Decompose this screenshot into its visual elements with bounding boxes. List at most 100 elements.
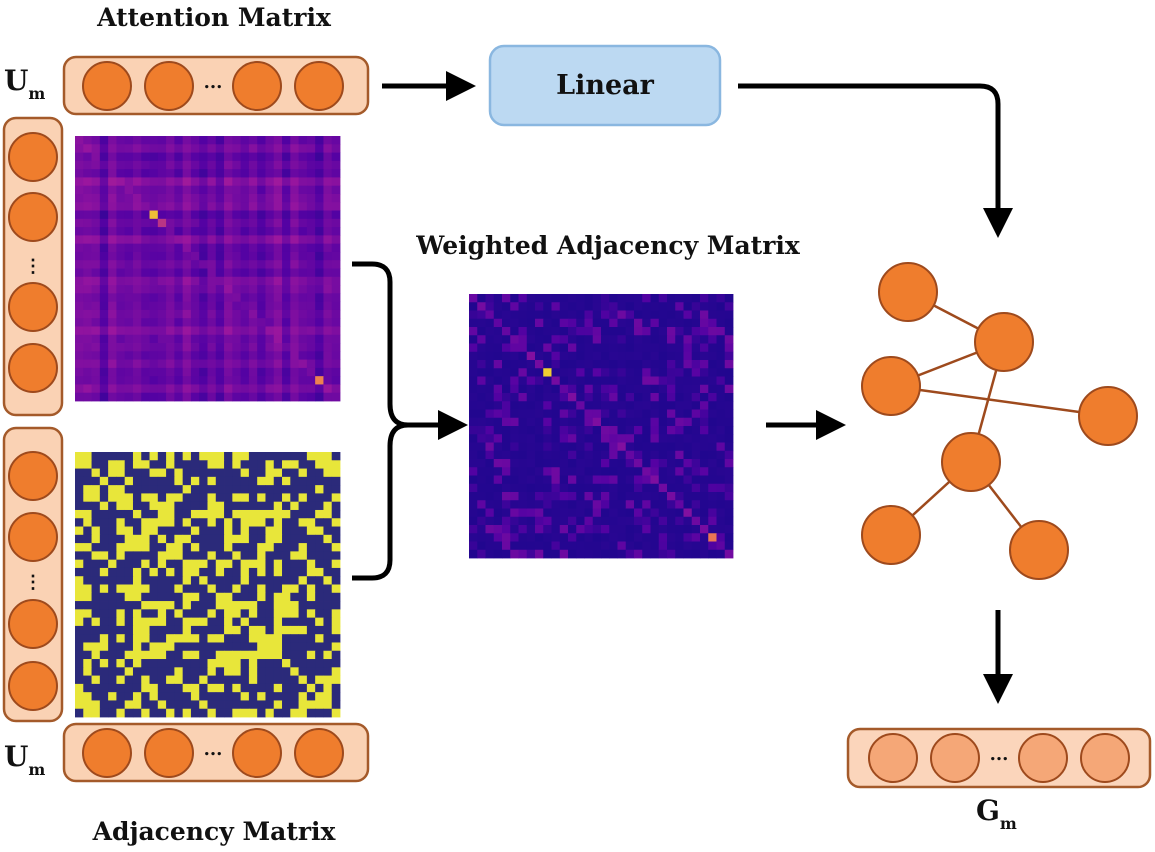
- matrix-cell: [232, 476, 242, 486]
- matrix-cell: [91, 609, 101, 619]
- matrix-cell: [224, 559, 233, 569]
- matrix-cell: [331, 509, 341, 519]
- matrix-cell: [157, 276, 167, 286]
- matrix-cell: [224, 551, 233, 561]
- matrix-cell: [149, 268, 159, 278]
- matrix-cell: [132, 392, 142, 402]
- matrix-cell: [282, 227, 291, 236]
- matrix-cell: [477, 516, 486, 526]
- matrix-cell: [617, 351, 627, 361]
- matrix-cell: [667, 459, 676, 468]
- matrix-cell: [543, 327, 552, 336]
- matrix-cell: [190, 367, 200, 377]
- matrix-cell: [290, 692, 299, 701]
- matrix-cell: [306, 617, 316, 627]
- matrix-cell: [132, 501, 142, 511]
- matrix-cell: [124, 683, 134, 693]
- matrix-cell: [584, 294, 594, 303]
- matrix-cell: [592, 541, 602, 551]
- node-circle: [8, 512, 58, 562]
- matrix-cell: [708, 360, 717, 369]
- matrix-cell: [83, 185, 92, 195]
- matrix-cell: [331, 452, 341, 461]
- matrix-cell: [83, 177, 92, 187]
- matrix-cell: [75, 584, 84, 594]
- matrix-cell: [323, 700, 333, 710]
- matrix-cell: [248, 609, 258, 619]
- matrix-cell: [658, 376, 668, 386]
- matrix-cell: [240, 576, 250, 585]
- matrix-cell: [510, 417, 519, 427]
- matrix-cell: [257, 543, 266, 552]
- matrix-cell: [323, 667, 333, 676]
- matrix-cell: [625, 343, 635, 353]
- matrix-cell: [543, 294, 552, 303]
- matrix-cell: [290, 144, 299, 153]
- matrix-cell: [526, 442, 536, 452]
- matrix-cell: [708, 508, 717, 518]
- matrix-cell: [257, 576, 266, 585]
- matrix-cell: [257, 675, 266, 685]
- matrix-cell: [290, 642, 299, 652]
- matrix-cell: [502, 492, 511, 501]
- matrix-cell: [124, 551, 134, 561]
- matrix-cell: [609, 417, 618, 427]
- matrix-cell: [75, 659, 84, 668]
- matrix-cell: [215, 468, 225, 478]
- matrix-cell: [298, 326, 308, 336]
- matrix-cell: [132, 592, 142, 602]
- matrix-cell: [634, 318, 643, 328]
- matrix-cell: [298, 160, 308, 170]
- matrix-cell: [174, 493, 184, 503]
- matrix-cell: [215, 584, 225, 594]
- matrix-cell: [248, 285, 258, 294]
- matrix-cell: [331, 268, 341, 278]
- matrix-cell: [658, 368, 668, 377]
- matrix-cell: [331, 642, 341, 652]
- matrix-cell: [132, 708, 142, 718]
- matrix-cell: [240, 334, 250, 344]
- matrix-cell: [323, 268, 333, 278]
- matrix-cell: [182, 667, 192, 676]
- matrix-cell: [99, 518, 109, 527]
- matrix-cell: [642, 343, 651, 353]
- matrix-cell: [124, 177, 134, 187]
- matrix-cell: [617, 450, 627, 460]
- matrix-cell: [174, 293, 184, 303]
- matrix-cell: [298, 625, 308, 635]
- matrix-cell: [182, 318, 192, 327]
- matrix-cell: [108, 210, 117, 220]
- matrix-cell: [190, 576, 200, 585]
- matrix-cell: [724, 335, 734, 344]
- matrix-cell: [667, 508, 676, 518]
- matrix-cell: [166, 708, 175, 718]
- ellipsis: ⋮: [24, 256, 42, 277]
- matrix-cell: [257, 193, 266, 203]
- matrix-cell: [99, 543, 109, 552]
- matrix-cell: [724, 343, 734, 353]
- matrix-cell: [323, 493, 333, 503]
- matrix-cell: [658, 401, 668, 410]
- matrix-cell: [99, 202, 109, 211]
- matrix-cell: [675, 467, 684, 476]
- matrix-cell: [502, 376, 511, 386]
- matrix-cell: [174, 509, 184, 519]
- matrix-cell: [700, 467, 709, 476]
- matrix-cell: [265, 493, 275, 503]
- matrix-cell: [323, 367, 333, 377]
- node-circle: [8, 132, 58, 182]
- matrix-cell: [91, 210, 101, 220]
- matrix-cell: [477, 459, 486, 468]
- matrix-cell: [298, 169, 308, 178]
- graph-node: [861, 356, 921, 416]
- matrix-cell: [265, 351, 275, 360]
- matrix-cell: [91, 567, 101, 577]
- matrix-cell: [174, 501, 184, 511]
- matrix-cell: [543, 384, 552, 394]
- matrix-cell: [182, 359, 192, 369]
- matrix-cell: [526, 450, 536, 460]
- matrix-cell: [215, 534, 225, 544]
- matrix-cell: [584, 426, 594, 435]
- matrix-cell: [108, 218, 117, 228]
- matrix-cell: [75, 268, 84, 278]
